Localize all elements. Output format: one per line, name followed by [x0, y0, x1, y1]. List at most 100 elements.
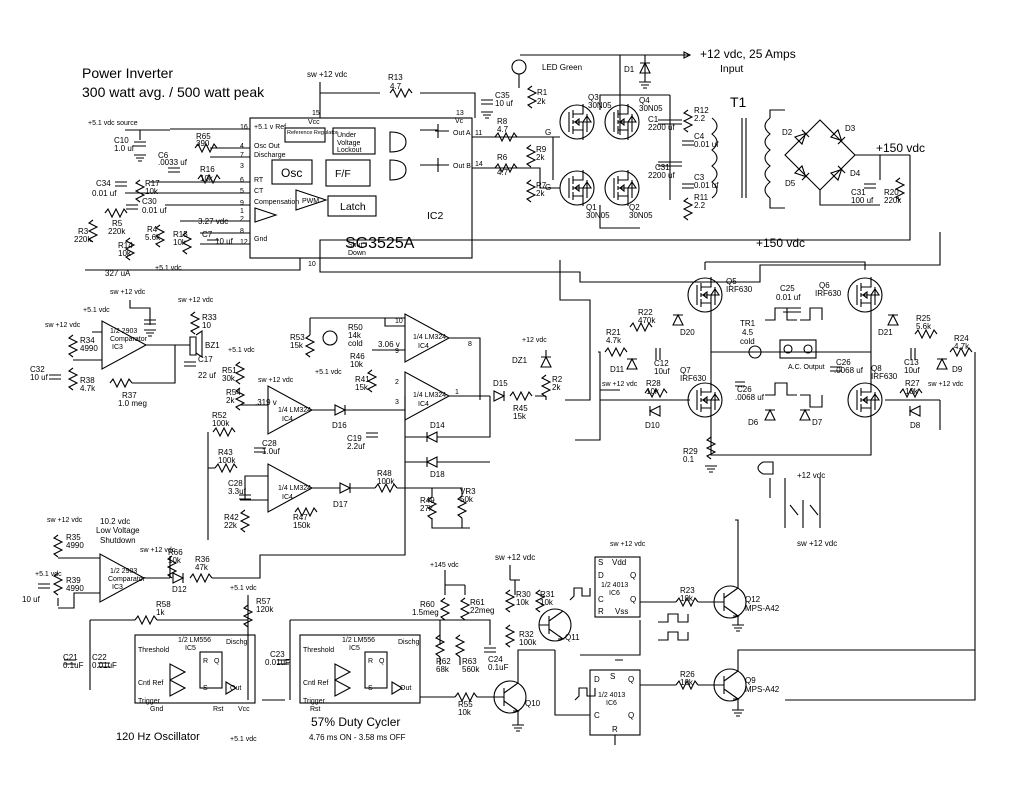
svg-text:10k: 10k	[168, 556, 182, 565]
svg-text:1/4 LM324: 1/4 LM324	[413, 334, 446, 341]
svg-text:C30: C30	[142, 197, 157, 206]
svg-text:0.1: 0.1	[683, 455, 695, 464]
svg-text:R60: R60	[420, 600, 435, 609]
svg-text:8: 8	[468, 341, 472, 348]
svg-text:10: 10	[395, 318, 403, 325]
svg-text:S: S	[368, 685, 373, 692]
svg-text:2k: 2k	[537, 97, 546, 106]
svg-text:IC6: IC6	[606, 700, 617, 707]
q1-mosfet-icon	[559, 169, 595, 207]
svg-text:22k: 22k	[224, 521, 238, 530]
svg-text:4.7: 4.7	[390, 82, 402, 91]
svg-text:4990: 4990	[80, 344, 98, 353]
svg-text:R24: R24	[954, 334, 969, 343]
svg-text:Vcc: Vcc	[308, 119, 320, 126]
svg-text:C13: C13	[904, 358, 919, 367]
svg-text:D8: D8	[910, 421, 921, 430]
ic2-outline	[249, 117, 473, 259]
svg-text:Q3: Q3	[588, 93, 599, 102]
svg-text:10k: 10k	[680, 594, 694, 603]
svg-text:C10: C10	[114, 136, 129, 145]
svg-text:10 uf: 10 uf	[495, 99, 514, 108]
svg-text:sw +12 vdc: sw +12 vdc	[47, 517, 83, 524]
svg-text:Gnd: Gnd	[150, 706, 163, 713]
svg-text:R25: R25	[916, 314, 931, 323]
svg-text:10k: 10k	[173, 238, 187, 247]
svg-text:1.0 meg: 1.0 meg	[118, 399, 147, 408]
svg-text:13: 13	[456, 110, 464, 117]
svg-text:Vc: Vc	[455, 118, 464, 125]
svg-text:1/2 4013: 1/2 4013	[598, 692, 625, 699]
svg-text:R62: R62	[436, 657, 451, 666]
svg-text:+5.1 vdc: +5.1 vdc	[228, 347, 255, 354]
ic6a-4013-outline	[594, 556, 641, 618]
svg-text:2: 2	[395, 379, 399, 386]
svg-text:IC5: IC5	[185, 645, 196, 652]
svg-text:Vdd: Vdd	[612, 558, 626, 567]
svg-text:560k: 560k	[462, 665, 480, 674]
svg-text:.0033 uf: .0033 uf	[158, 158, 188, 167]
svg-text:BZ1: BZ1	[205, 341, 220, 350]
svg-text:+5.1 vdc: +5.1 vdc	[230, 585, 257, 592]
svg-text:2k: 2k	[536, 189, 545, 198]
svg-text:Low Voltage: Low Voltage	[96, 526, 140, 535]
svg-text:150k: 150k	[293, 521, 311, 530]
svg-text:R16: R16	[200, 165, 215, 174]
svg-text:+5.1 vdc: +5.1 vdc	[35, 571, 62, 578]
svg-text:5.6k: 5.6k	[145, 233, 161, 242]
svg-text:Q: Q	[214, 658, 220, 665]
svg-text:1k: 1k	[156, 608, 165, 617]
svg-text:Reference Regulator: Reference Regulator	[287, 130, 338, 136]
svg-text:1/2 2903: 1/2 2903	[110, 328, 137, 335]
svg-text:R55: R55	[458, 700, 473, 709]
svg-text:Q: Q	[379, 658, 385, 665]
svg-text:Comparator: Comparator	[110, 336, 148, 343]
svg-text:Vcc: Vcc	[238, 706, 250, 713]
svg-text:C: C	[598, 595, 604, 604]
svg-text:Cntl Ref: Cntl Ref	[303, 680, 328, 687]
svg-text:MPS-A42: MPS-A42	[745, 604, 780, 613]
svg-text:R39: R39	[66, 576, 81, 585]
svg-text:47k: 47k	[195, 563, 209, 572]
svg-text:sw +12 vdc: sw +12 vdc	[178, 297, 214, 304]
svg-text:+12 vdc: +12 vdc	[522, 337, 547, 344]
svg-text:2.2: 2.2	[694, 114, 706, 123]
svg-text:DZ1: DZ1	[512, 356, 528, 365]
svg-text:Q10: Q10	[525, 699, 541, 708]
svg-text:8: 8	[240, 228, 244, 235]
svg-text:30N05: 30N05	[639, 104, 663, 113]
svg-text:R47: R47	[293, 513, 308, 522]
svg-text:D14: D14	[430, 421, 445, 430]
svg-text:R23: R23	[680, 586, 695, 595]
svg-text:30N05: 30N05	[586, 211, 610, 220]
svg-text:Under: Under	[337, 132, 357, 139]
svg-text:12: 12	[240, 239, 248, 246]
q2-mosfet-icon	[604, 169, 640, 207]
svg-text:Q5: Q5	[726, 277, 737, 286]
svg-text:15: 15	[312, 110, 320, 117]
svg-text:R50: R50	[348, 323, 363, 332]
svg-text:Latch: Latch	[340, 201, 366, 213]
svg-text:Q8: Q8	[871, 364, 882, 373]
svg-text:Q11: Q11	[565, 633, 580, 642]
svg-text:4.7: 4.7	[497, 168, 509, 177]
svg-text:14: 14	[475, 161, 483, 168]
svg-text:IRF630: IRF630	[815, 289, 842, 298]
svg-text:IC3: IC3	[112, 584, 123, 591]
svg-text:0.01uF: 0.01uF	[92, 661, 117, 670]
svg-text:10uf: 10uf	[904, 366, 920, 375]
svg-text:Trigger: Trigger	[303, 698, 326, 705]
svg-text:Out A: Out A	[453, 130, 471, 137]
svg-text:10k: 10k	[516, 598, 530, 607]
svg-text:D3: D3	[845, 124, 856, 133]
svg-text:PWM: PWM	[302, 198, 319, 205]
svg-text:Cntl Ref: Cntl Ref	[138, 680, 163, 687]
svg-text:Osc Out: Osc Out	[254, 143, 280, 150]
svg-text:2k: 2k	[536, 153, 545, 162]
svg-text:R9: R9	[536, 145, 547, 154]
svg-text:+145 vdc: +145 vdc	[430, 562, 459, 569]
svg-text:TR1: TR1	[740, 319, 756, 328]
svg-text:2200 uf: 2200 uf	[648, 171, 675, 180]
svg-text:G: G	[545, 128, 551, 137]
svg-text:R5: R5	[112, 219, 123, 228]
